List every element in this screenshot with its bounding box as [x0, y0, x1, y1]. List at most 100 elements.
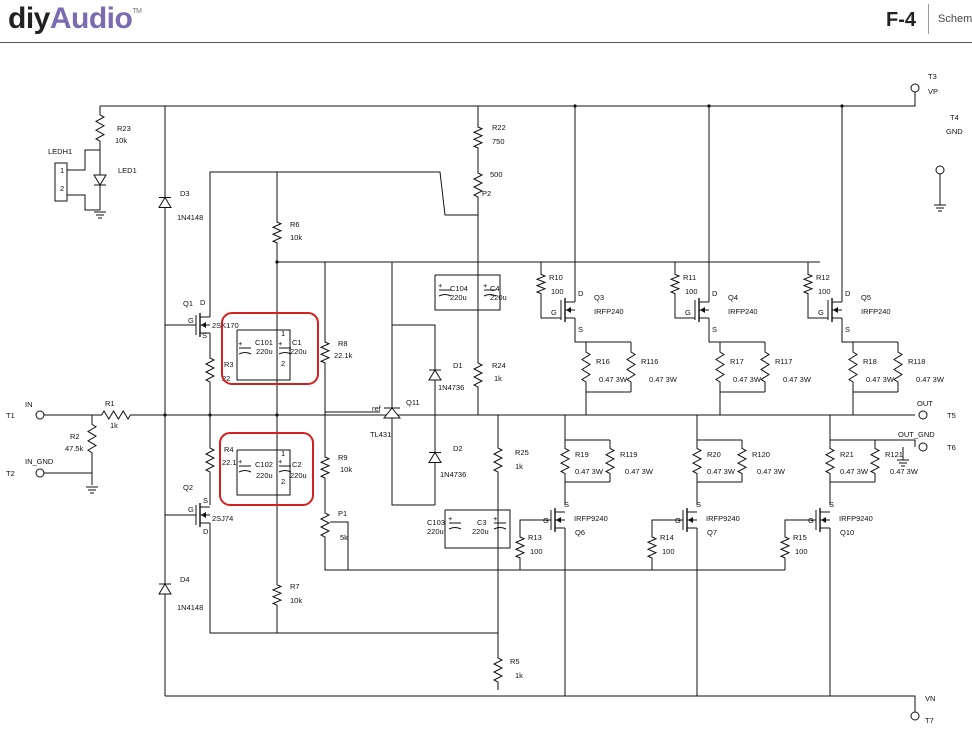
r9-ref: R9	[338, 453, 348, 462]
t6-ref: T6	[947, 443, 956, 452]
page-number: F-4	[886, 9, 916, 31]
r4-value: 22.1	[222, 458, 237, 467]
diyaudio-logo[interactable]: diyAudioTM	[8, 2, 142, 36]
t3-net: VP	[928, 87, 938, 96]
r2-resistor	[87, 415, 97, 462]
r18-value: 0.47 3W	[866, 375, 895, 384]
c104-cap-curve	[438, 294, 452, 297]
c103-cap-curve	[448, 527, 462, 530]
t2-ref: T2	[6, 469, 15, 478]
logo-trademark: TM	[132, 8, 142, 15]
c4-value: 220u	[490, 293, 507, 302]
q7-pin-s: S	[696, 500, 701, 509]
q1-ref: Q1	[183, 299, 193, 308]
terminal-t4	[935, 165, 945, 175]
wire	[67, 194, 100, 211]
q1-pin-s: S	[202, 331, 207, 340]
q4-pin-g: G	[685, 308, 691, 317]
wire	[44, 472, 93, 485]
c101-cap-curve	[238, 352, 252, 355]
c4-ref: C4	[490, 284, 500, 293]
r6-resistor	[271, 215, 283, 250]
q2-pin-s: S	[203, 496, 208, 505]
r22-resistor	[472, 120, 484, 155]
wire	[165, 695, 916, 712]
d2-ref: D2	[453, 444, 463, 453]
r8-resistor	[319, 335, 331, 370]
pin-c2-1: 1	[281, 449, 285, 458]
r19-resistor	[559, 440, 571, 482]
c104-ref: C104	[450, 284, 468, 293]
c101-cap-plus: +	[238, 339, 243, 348]
r15-value: 100	[795, 547, 808, 556]
q11-tl431	[382, 407, 402, 419]
ledh1-ref: LEDH1	[48, 147, 72, 156]
junction-dot	[163, 413, 167, 417]
c3-cap-plus: +	[493, 514, 498, 523]
wire	[651, 519, 683, 530]
c3-value: 220u	[472, 527, 489, 536]
q4-part: IRFP240	[728, 307, 758, 316]
r15-ref: R15	[793, 533, 807, 542]
wire	[870, 439, 916, 447]
wire	[236, 329, 291, 381]
terminal-t7	[910, 711, 920, 721]
r116-resistor	[626, 342, 636, 392]
q5-pin-s: S	[845, 325, 850, 334]
r119-resistor	[604, 440, 616, 482]
wire	[391, 418, 435, 506]
q3-pin-s: S	[578, 325, 583, 334]
wire	[330, 521, 349, 570]
c3-ref: C3	[477, 518, 487, 527]
wire	[444, 509, 511, 549]
r14-value: 100	[662, 547, 675, 556]
r118-resistor	[893, 342, 903, 392]
terminal-t1	[35, 410, 45, 420]
r23-ref: R23	[117, 124, 131, 133]
wire	[674, 300, 695, 319]
d4-value: 1N4148	[177, 603, 203, 612]
ledh1-pin2: 2	[60, 184, 64, 193]
r20-ref: R20	[707, 450, 721, 459]
c1-value: 220u	[290, 347, 307, 356]
r21-ref: R21	[840, 450, 854, 459]
r23-value: 10k	[115, 136, 127, 145]
terminal-t2	[35, 468, 45, 478]
r121-ref: R121	[885, 450, 903, 459]
r21-resistor	[824, 440, 836, 482]
d4-ref: D4	[180, 575, 190, 584]
wire	[236, 449, 291, 496]
q4-pin-s: S	[712, 325, 717, 334]
wire	[434, 274, 501, 311]
page-header: diyAudioTM F-4 Schem	[0, 0, 972, 44]
r19-value: 0.47 3W	[575, 467, 604, 476]
c1-ref: C1	[292, 338, 302, 347]
wire	[209, 171, 478, 317]
t3-ref: T3	[928, 72, 937, 81]
r20-resistor	[691, 440, 703, 482]
q11-part: TL431	[370, 430, 391, 439]
r11-value: 100	[685, 287, 698, 296]
c103-cap-plus: +	[448, 514, 453, 523]
p2-pot	[472, 165, 484, 205]
t4-net: GND	[946, 127, 963, 136]
c104-cap-plus: +	[438, 281, 443, 290]
r121-resistor	[869, 440, 881, 482]
c102-cap-curve	[238, 470, 252, 473]
q5-part: IRFP240	[861, 307, 891, 316]
q6-ref: Q6	[575, 528, 585, 537]
r25-value: 1k	[515, 462, 523, 471]
q6-pin-g: G	[543, 516, 549, 525]
t5-ref: T5	[947, 411, 956, 420]
c102-value: 220u	[256, 471, 273, 480]
t6-net: OUT_GND	[898, 430, 935, 439]
r120-ref: R120	[752, 450, 770, 459]
pin-c1-1: 1	[281, 329, 285, 338]
q10-pin-g: G	[808, 516, 814, 525]
q5-pin-g: G	[818, 308, 824, 317]
c2-cap-plus: +	[278, 457, 283, 466]
r2-value: 47.5k	[65, 444, 84, 453]
wire	[574, 318, 631, 343]
q7-ref: Q7	[707, 528, 717, 537]
q7-pin-g: G	[675, 516, 681, 525]
